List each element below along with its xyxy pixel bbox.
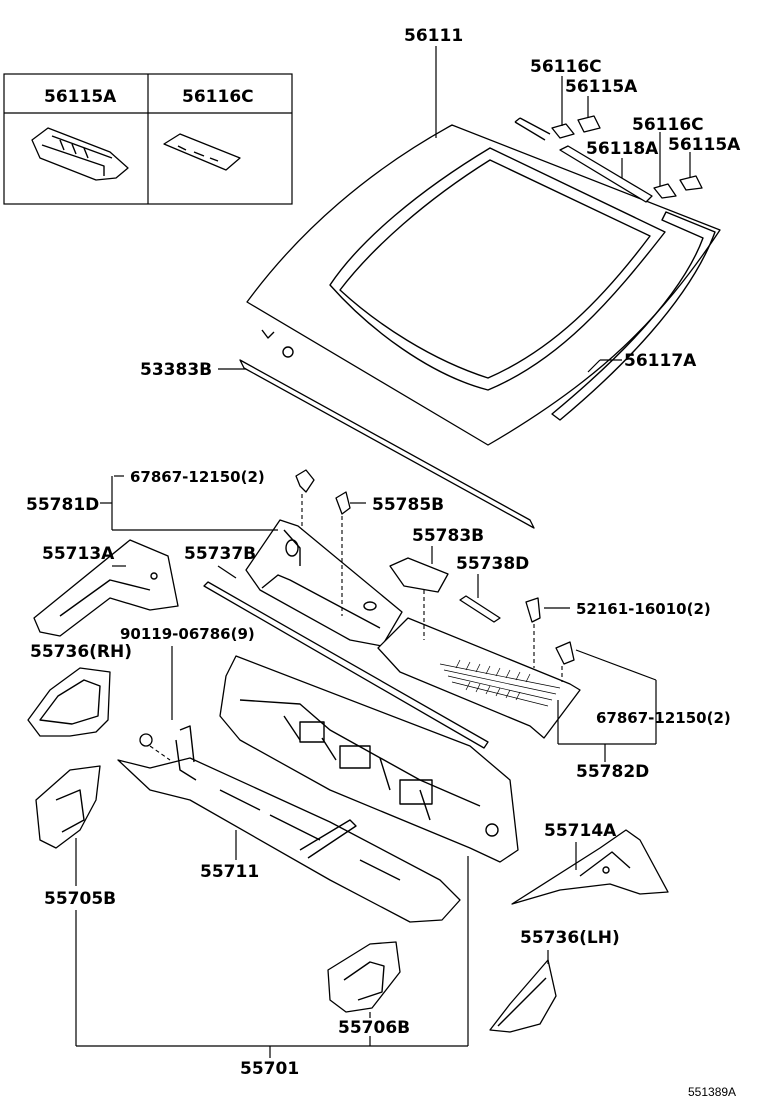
label-55714A: 55714A: [544, 821, 617, 841]
label-56117A: 56117A: [624, 351, 697, 371]
label-56111: 56111: [404, 26, 463, 46]
pad-lh-part: [489, 959, 557, 1033]
label-55782D: 55782D: [576, 762, 649, 782]
stopper-detail-icon: [31, 127, 129, 181]
stopper-right-part: [679, 175, 703, 191]
cowl-lower-panel: [117, 725, 461, 923]
seal-55738D-part: [459, 595, 501, 623]
assembly-dashed-lines: [149, 494, 563, 761]
louver-seal: [203, 581, 489, 749]
label-55785B: 55785B: [372, 495, 444, 515]
stopper-top-part: [577, 115, 601, 133]
leader-lines-upper: [218, 46, 691, 373]
bracket-55706B-part: [327, 941, 401, 1013]
spacer-right-part: [653, 183, 677, 199]
windshield-moulding: [514, 117, 716, 421]
bracket-55705B-part: [35, 765, 101, 849]
label-bolt: 90119-06786(9): [120, 625, 255, 643]
cowl-louver-right: [377, 617, 581, 739]
label-inset-56116C: 56116C: [182, 87, 254, 107]
label-56115A-top: 56115A: [565, 77, 638, 97]
label-55701: 55701: [240, 1059, 299, 1079]
spacer-detail-icon: [163, 133, 241, 171]
bracket-55713A-part: [33, 539, 179, 637]
inset-detail-box: [3, 73, 293, 205]
clip-right-part: [555, 641, 575, 665]
label-screw: 52161-16010(2): [576, 600, 711, 618]
windshield-glass: [246, 124, 721, 446]
figure-reference: 551389A: [688, 1085, 736, 1099]
label-56116C-top: 56116C: [530, 57, 602, 77]
label-56118A: 56118A: [586, 139, 659, 159]
label-55783B: 55783B: [412, 526, 484, 546]
label-55737B: 55737B: [184, 544, 256, 564]
label-56115A-right: 56115A: [668, 135, 741, 155]
bracket-55714A-part: [511, 829, 669, 905]
leader-lines-lower: [75, 475, 657, 1058]
clip-center-part: [335, 491, 351, 515]
clip-left-part: [295, 469, 315, 493]
spacer-top-part: [551, 123, 575, 139]
screw-right-part: [525, 597, 541, 623]
seal-55783B-part: [389, 557, 449, 593]
label-55706B: 55706B: [338, 1018, 410, 1038]
label-clip-right: 67867-12150(2): [596, 709, 731, 727]
label-inset-56115A: 56115A: [44, 87, 117, 107]
label-55781D: 55781D: [26, 495, 99, 515]
label-clip-left: 67867-12150(2): [130, 468, 265, 486]
label-53383B: 53383B: [140, 360, 212, 380]
label-55738D: 55738D: [456, 554, 529, 574]
label-55705B: 55705B: [44, 889, 116, 909]
dam-right-part: [559, 145, 653, 203]
cowl-top-panel: [219, 655, 519, 863]
label-56116C-right: 56116C: [632, 115, 704, 135]
label-55713A: 55713A: [42, 544, 115, 564]
weatherstrip-lower: [239, 359, 535, 529]
label-55736-lh: 55736(LH): [520, 928, 620, 948]
cowl-louver-left: [245, 519, 403, 647]
bolt-part: [139, 733, 153, 747]
label-55711: 55711: [200, 862, 259, 882]
pad-rh-part: [27, 667, 111, 737]
label-55736-rh: 55736(RH): [30, 642, 132, 662]
